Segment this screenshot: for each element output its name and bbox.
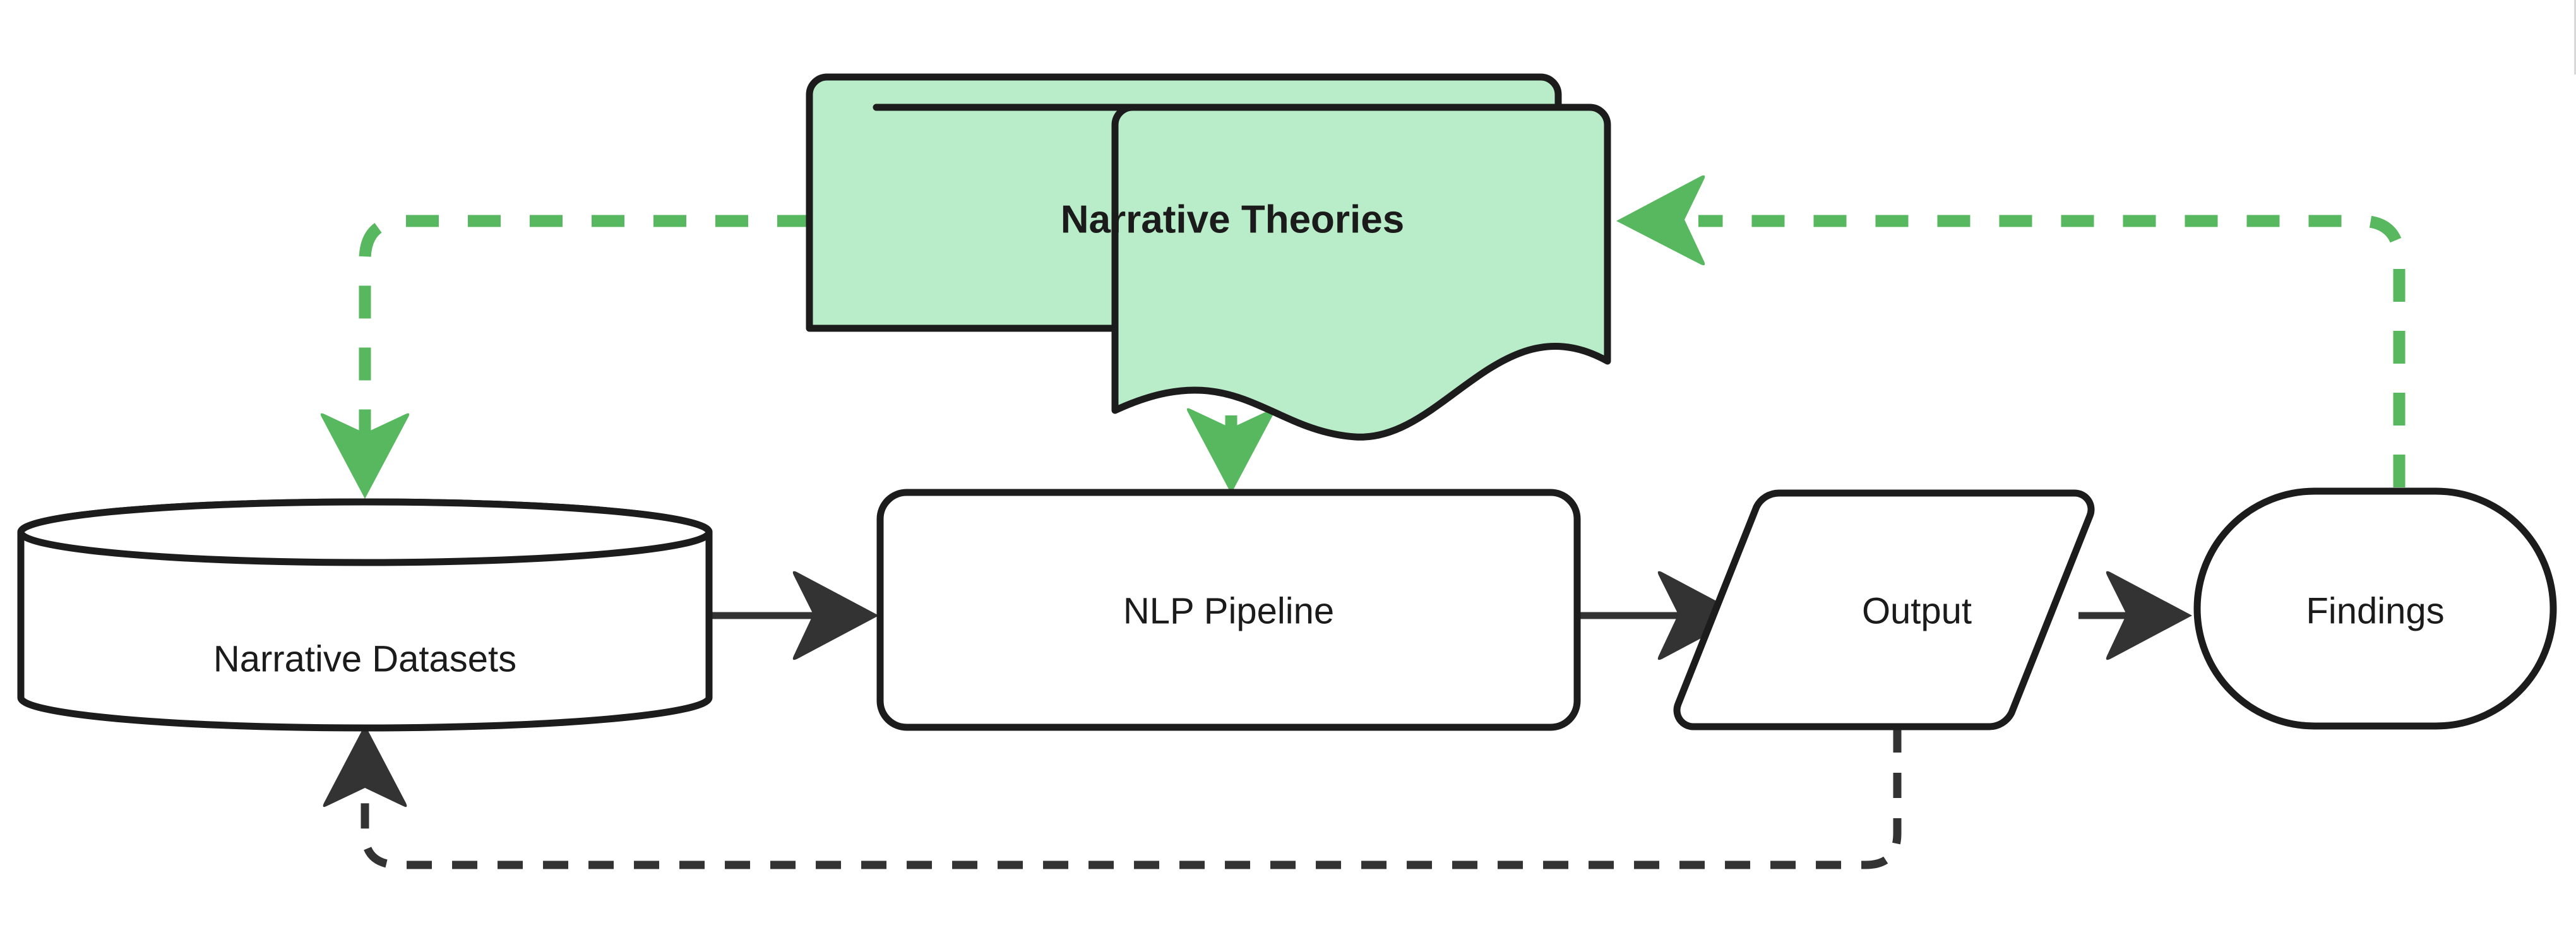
narrative-theories-front-sheet xyxy=(873,104,1611,441)
edge-output-to-datasets xyxy=(323,725,1902,869)
narrative-theories-label: Narrative Theories xyxy=(1061,198,1404,241)
node-output[interactable]: Output xyxy=(1673,489,2095,730)
narrative-datasets-top-ellipse xyxy=(17,498,713,566)
node-narrative-theories[interactable]: Narrative Theories xyxy=(806,73,1611,441)
node-findings[interactable]: Findings xyxy=(2193,487,2557,730)
findings-label: Findings xyxy=(2306,590,2444,631)
node-nlp-pipeline[interactable]: NLP Pipeline xyxy=(876,489,1581,731)
narrative-datasets-label: Narrative Datasets xyxy=(213,638,516,679)
edge-datasets-to-pipeline xyxy=(712,571,879,660)
edge-pipeline-to-output xyxy=(1578,571,1744,660)
arrowhead-right-pipeline xyxy=(792,571,879,660)
nlp-pipeline-box xyxy=(876,489,1581,731)
arrowhead-up-datasets xyxy=(323,725,407,807)
edge-findings-to-theories xyxy=(1616,175,2406,487)
arrowhead-left-theories xyxy=(1616,175,1705,266)
nlp-pipeline-label: NLP Pipeline xyxy=(1123,590,1334,631)
output-parallelogram xyxy=(1673,489,2095,730)
output-label: Output xyxy=(1862,590,1972,631)
edge-output-to-findings xyxy=(2078,571,2192,660)
arrowhead-down-datasets xyxy=(320,413,410,499)
arrowhead-down-pipeline xyxy=(1186,408,1276,494)
scrollbar-edge xyxy=(2574,0,2576,74)
arrowhead-right-output xyxy=(1657,571,1744,660)
arrowhead-right-findings xyxy=(2106,571,2192,660)
findings-pill xyxy=(2193,487,2557,730)
node-narrative-datasets[interactable]: Narrative Datasets xyxy=(17,498,713,732)
edge-theories-to-datasets xyxy=(320,215,810,499)
